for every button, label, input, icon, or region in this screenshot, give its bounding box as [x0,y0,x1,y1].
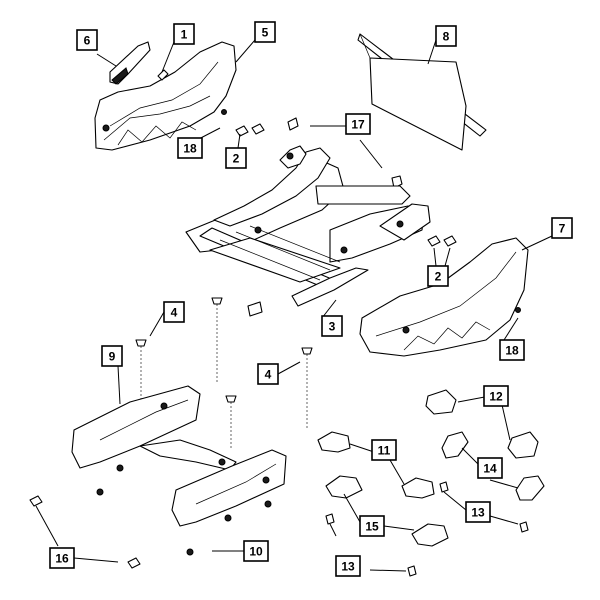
svg-text:17: 17 [351,118,365,132]
callout-9: 9 [101,345,123,367]
nuts-part-2-upper [235,123,265,137]
nut-part-16 [29,495,141,569]
callout-2-lower: 2 [427,265,449,287]
svg-text:14: 14 [483,462,497,476]
seat-back-panel [357,33,487,151]
callout-18-right: 18 [499,339,525,361]
svg-text:4: 4 [171,306,178,320]
callout-18-left: 18 [177,137,203,159]
callout-4-left: 4 [163,301,185,323]
callout-13-right: 13 [465,501,491,523]
lower-bracket-right [171,449,287,556]
callout-7: 7 [551,217,573,239]
callout-2-upper: 2 [225,147,247,169]
svg-text:18: 18 [183,142,197,156]
callout-15: 15 [359,515,385,537]
callout-1: 1 [173,23,195,45]
bolts-part-17 [287,117,403,189]
svg-text:4: 4 [265,368,272,382]
leader-lines [35,39,553,572]
callout-6: 6 [76,29,98,51]
clips-part-12 [425,389,539,459]
svg-text:2: 2 [233,152,240,166]
svg-text:5: 5 [262,26,269,40]
straps-part-14 [441,431,545,501]
callout-13-bottom: 13 [335,555,361,577]
callout-14: 14 [477,457,503,479]
recliner-handle [109,41,151,85]
callout-17: 17 [345,113,371,135]
svg-text:15: 15 [365,520,379,534]
callout-5: 5 [254,21,276,43]
svg-text:12: 12 [489,390,503,404]
straps-part-15 [325,475,449,547]
svg-text:2: 2 [435,270,442,284]
svg-text:8: 8 [443,30,450,44]
lower-bracket-left [71,385,237,496]
svg-text:16: 16 [55,552,69,566]
svg-text:13: 13 [471,506,485,520]
callout-12: 12 [483,385,509,407]
callout-4-right: 4 [257,363,279,385]
svg-text:1: 1 [181,28,188,42]
svg-text:7: 7 [559,222,566,236]
clips-part-11 [317,431,435,499]
callout-3: 3 [321,315,343,337]
callout-11: 11 [371,439,397,461]
callout-8: 8 [435,25,457,47]
callout-10: 10 [243,540,269,562]
svg-text:18: 18 [505,344,519,358]
push-pins-part-4 [135,297,313,450]
svg-text:9: 9 [109,350,116,364]
svg-text:6: 6 [84,34,91,48]
seat-shield-left [94,41,237,151]
seat-shield-right [359,237,529,357]
callout-16: 16 [49,547,75,569]
nuts-part-2-lower [427,235,457,247]
svg-text:10: 10 [249,545,263,559]
screws-part-13 [325,481,529,577]
svg-text:13: 13 [341,560,355,574]
seat-track-frame [185,145,431,317]
svg-text:11: 11 [378,444,391,458]
svg-text:3: 3 [329,320,336,334]
